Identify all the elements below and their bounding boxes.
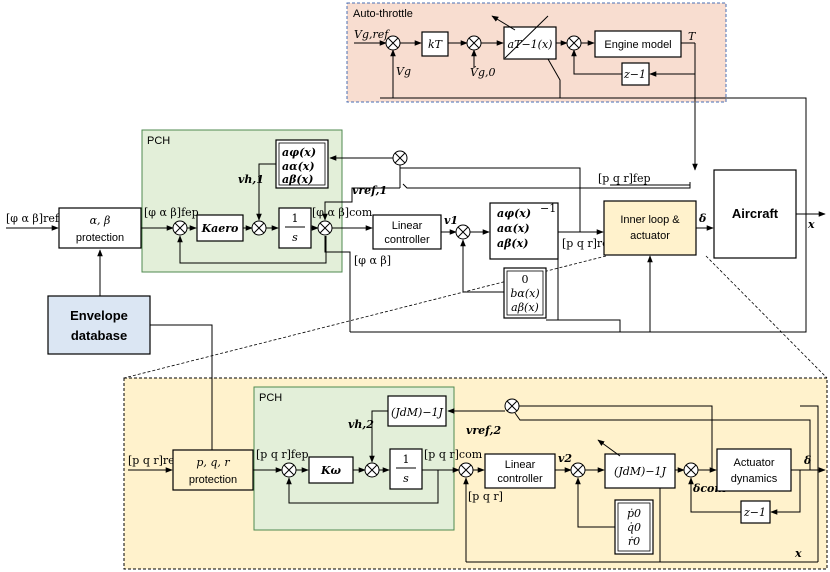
pqr-ref-label: [p q r]ref xyxy=(562,237,614,250)
top-inverse-matrix-block xyxy=(489,202,559,260)
bottom-zinv-label: z−1 xyxy=(743,506,766,519)
bottom-int-den: s xyxy=(403,472,409,485)
vref2-label: vref,2 xyxy=(466,424,502,437)
bottom-integrator-block xyxy=(389,448,423,490)
top-linear-l1: Linear xyxy=(392,220,423,232)
actuator-dynamics-block xyxy=(716,448,792,492)
top-delta-label: δ xyxy=(698,212,706,225)
bottom-linear-l2: controller xyxy=(497,473,543,485)
top-linear-l2: controller xyxy=(384,234,430,246)
vg0-label: V̇g,0 xyxy=(470,66,495,79)
bottom-com-label: [p q r]com xyxy=(424,448,483,461)
vh1-label: vh,1 xyxy=(238,173,264,186)
alpha-beta-protection-block xyxy=(58,207,142,249)
top-input-label: [φ α β]ref xyxy=(6,212,60,225)
bottom-int-num: 1 xyxy=(403,453,410,466)
bottom-pch-matrix-label: (JdM)−1J xyxy=(391,406,444,419)
T-label: T xyxy=(688,30,697,43)
inv-a-phi: aφ(x) xyxy=(497,207,531,220)
actuator-l1: Actuator xyxy=(734,457,775,469)
envelope-database-block xyxy=(47,295,151,355)
bottom-fep-label: [p q r]fep xyxy=(256,448,309,461)
zoom-line-right xyxy=(705,255,828,379)
vg-ref-label: Vg,ref xyxy=(354,28,390,41)
x-out-label: x xyxy=(807,218,815,231)
bottom-pch-matrix-block xyxy=(387,395,447,427)
kT-label: kT xyxy=(428,38,444,51)
top-a-beta: aβ(x) xyxy=(282,173,313,186)
pqr-fep-label: [p q r]fep xyxy=(598,172,651,185)
p0-label: ṗ0 xyxy=(627,507,641,520)
alpha-beta-protection-l2: protection xyxy=(76,232,124,244)
envelope-l2: database xyxy=(71,328,127,343)
aT-inverse-block xyxy=(503,26,557,60)
inner-loop-actuator-block xyxy=(603,200,697,256)
k-omega-label: Kω xyxy=(320,464,342,477)
r0-label: ṙ0 xyxy=(628,535,640,548)
bottom-jd-label: (JdM)−1J xyxy=(614,465,667,478)
top-linear-controller-block xyxy=(372,214,442,250)
bottom-pdot-vector-block xyxy=(614,499,654,555)
inv-a-alpha: aα(x) xyxy=(497,222,530,235)
top-a-alpha: aα(x) xyxy=(282,160,315,173)
envelope-l1: Envelope xyxy=(70,308,128,323)
pqr-protection-l2: protection xyxy=(189,474,237,486)
aircraft-block xyxy=(713,169,797,259)
pch-title-bottom: PCH xyxy=(259,392,282,404)
top-phi-feedback-label: [φ α β] xyxy=(354,254,391,267)
bottom-input-label: [p q r]ref xyxy=(128,454,180,467)
pch-title-top: PCH xyxy=(147,135,170,147)
inner-l1: Inner loop & xyxy=(620,214,680,226)
vref1-label: vref,1 xyxy=(352,184,387,197)
actuator-l2: dynamics xyxy=(731,473,778,485)
pqr-protection-l1: p, q, r xyxy=(196,456,230,469)
auto-zinv-label: z−1 xyxy=(623,68,646,81)
top-a-phi: aφ(x) xyxy=(282,146,316,159)
kT-block xyxy=(421,31,449,57)
aircraft-label: Aircraft xyxy=(732,206,779,221)
v2-label: v2 xyxy=(558,452,572,465)
top-fep-label: [φ α β]fep xyxy=(144,206,199,219)
alpha-beta-protection-l1: α, β xyxy=(90,214,111,227)
top-int-num: 1 xyxy=(292,212,299,225)
bottom-linear-l1: Linear xyxy=(505,459,536,471)
top-int-den: s xyxy=(292,231,298,244)
b-beta: aβ(x) xyxy=(511,301,539,314)
inner-l2: actuator xyxy=(630,230,670,242)
q0-label: q̇0 xyxy=(627,521,641,534)
top-b-vector-block xyxy=(503,267,547,319)
b-zero: 0 xyxy=(522,273,529,286)
inv-exp: −1 xyxy=(540,202,556,215)
autothrottle-title: Auto-throttle xyxy=(353,8,413,20)
bottom-delta-label: δ xyxy=(803,454,811,467)
k-aero-block xyxy=(196,214,244,242)
k-omega-block xyxy=(308,456,354,484)
aT-inv-label: aT−1(x) xyxy=(508,38,553,51)
b-alpha: bα(x) xyxy=(510,287,539,300)
pqr-protection-block xyxy=(172,449,254,491)
bottom-jd-block xyxy=(604,453,676,489)
k-aero-label: Kaero xyxy=(201,222,239,235)
top-com-label: [φ α β]com xyxy=(312,206,373,219)
bottom-linear-controller-block xyxy=(484,453,556,489)
inv-a-beta: aβ(x) xyxy=(497,237,528,250)
engine-model-label: Engine model xyxy=(604,39,671,51)
vg-label: Vg xyxy=(396,65,411,78)
engine-model-block xyxy=(594,30,682,58)
bottom-x-label: x xyxy=(794,547,802,560)
vh2-label: vh,2 xyxy=(348,418,374,431)
bottom-pqr-label: [p q r] xyxy=(468,490,503,503)
v1-label: v1 xyxy=(444,214,458,227)
